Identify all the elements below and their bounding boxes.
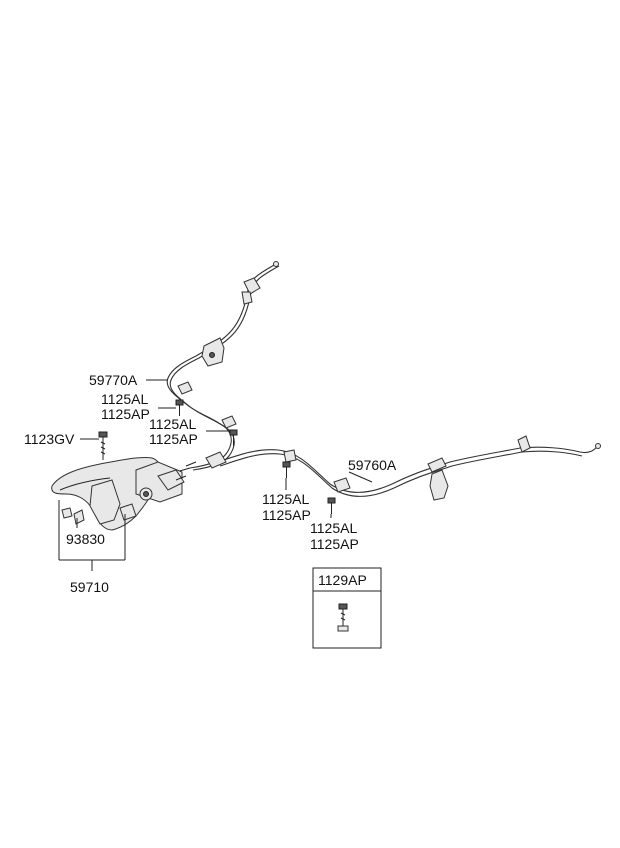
clip-93830-part [61, 507, 85, 525]
bolt-1-icon [175, 399, 184, 416]
part-box-1129ap: 1129AP [312, 567, 382, 649]
bolt-3-icon [282, 461, 291, 478]
label-1125al-1: 1125AL [101, 391, 148, 407]
label-1125al-2: 1125AL [149, 416, 196, 432]
label-1125al-3: 1125AL [262, 491, 309, 507]
label-1123gv: 1123GV [24, 431, 75, 447]
label-1125ap-4: 1125AP [310, 536, 359, 552]
bolt-4-icon [327, 497, 336, 514]
label-1125ap-3: 1125AP [262, 507, 311, 523]
label-93830: 93830 [66, 531, 105, 547]
bolt-2-icon [229, 429, 238, 446]
label-1125al-4: 1125AL [310, 520, 357, 536]
parking-brake-lever-assembly [51, 457, 187, 531]
screw-1129ap-icon [337, 603, 349, 632]
cable-59770a [166, 261, 280, 473]
leader-lines [58, 379, 373, 571]
label-59710: 59710 [70, 579, 109, 595]
cable-59760a [185, 435, 601, 501]
label-1125ap-1: 1125AP [101, 406, 150, 422]
bolt-1123gv-icon [98, 431, 108, 460]
label-59760a: 59760A [348, 457, 397, 473]
label-1129ap: 1129AP [318, 572, 367, 588]
label-1125ap-2: 1125AP [149, 431, 198, 447]
label-59770a: 59770A [89, 372, 138, 388]
